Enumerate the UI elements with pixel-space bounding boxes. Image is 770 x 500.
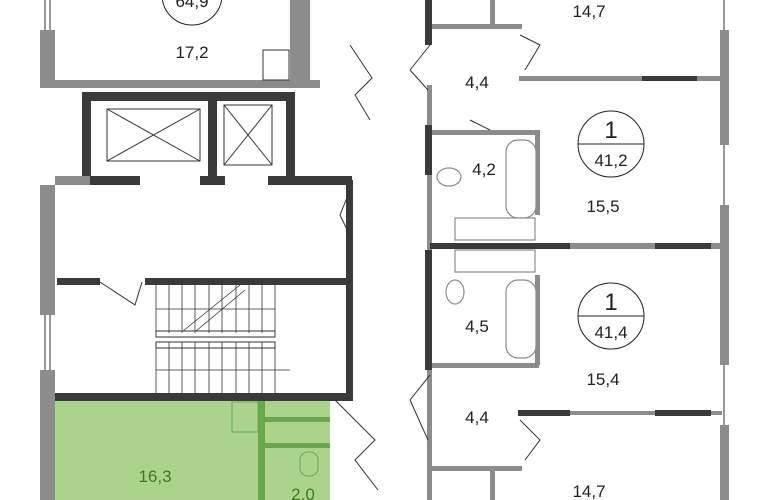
highlighted-apartment[interactable]: 16,3 2,0 — [55, 400, 330, 500]
rooms-count: 1 — [604, 289, 617, 316]
apartment-upper-right[interactable]: 14,7 4,4 4,2 1 41,2 15,5 — [465, 2, 645, 216]
right-apartment-walls — [409, 0, 722, 500]
living-area: 15,4 — [586, 370, 619, 389]
total-area-label: 41,4 — [594, 323, 627, 342]
living-area: 15,5 — [586, 197, 619, 216]
hall-area: 4,4 — [465, 73, 489, 92]
total-area-label: 64,9 — [175, 0, 208, 11]
bath-area: 4,2 — [472, 160, 496, 179]
hall-area: 4,4 — [465, 408, 489, 427]
room-area-label: 16,3 — [138, 467, 171, 486]
outer-walls — [40, 0, 729, 500]
bottom-room-area: 14,7 — [572, 482, 605, 500]
corridor-doors — [334, 44, 379, 491]
rooms-count: 1 — [604, 117, 617, 144]
room-area-label: 17,2 — [175, 43, 208, 62]
bath-area-label: 2,0 — [291, 485, 315, 500]
top-room-area: 14,7 — [572, 2, 605, 21]
bath-area: 4,5 — [465, 317, 489, 336]
total-area-label: 41,2 — [594, 151, 627, 170]
stairwell — [55, 180, 353, 401]
apartment-lower-right[interactable]: 1 41,4 4,5 15,4 4,4 14,7 — [465, 282, 645, 500]
elevator-shaft — [55, 92, 352, 185]
top-left-apartment[interactable]: 64,9 17,2 — [161, 0, 290, 81]
